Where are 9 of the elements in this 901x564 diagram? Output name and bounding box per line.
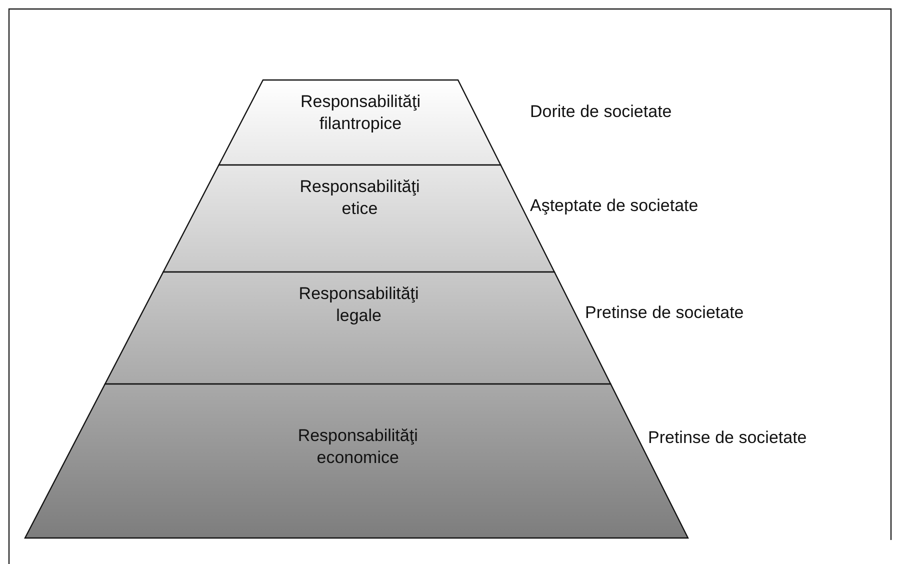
level-label: Responsabilităţi economice	[296, 425, 419, 469]
side-label: Dorite de societate	[530, 102, 672, 122]
side-label: Pretinse de societate	[585, 303, 744, 323]
level-label: Responsabilităţi filantropice	[299, 91, 422, 135]
pyramid-level	[217, 79, 503, 166]
level-label: Responsabilităţi etice	[298, 176, 421, 220]
level-label: Responsabilităţi legale	[298, 283, 420, 327]
side-label: Aşteptate de societate	[530, 196, 698, 216]
side-label: Pretinse de societate	[648, 428, 807, 448]
